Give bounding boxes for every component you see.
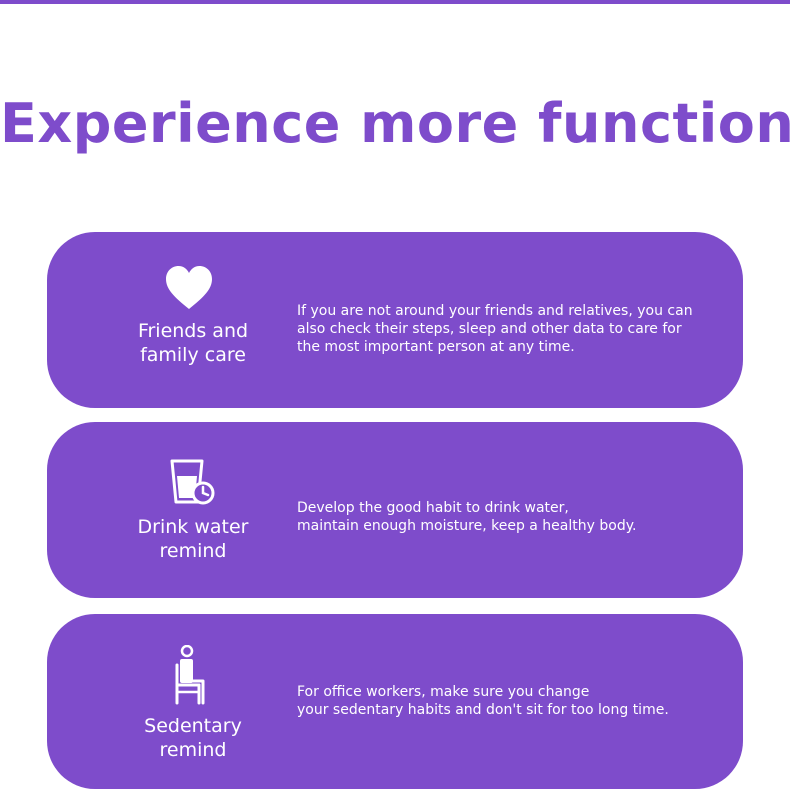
feature-description-line: maintain enough moisture, keep a healthy… [297,518,637,534]
feature-description: For office workers, make sure you change… [297,683,727,719]
feature-description-line: If you are not around your friends and r… [297,303,693,319]
feature-label-line: remind [159,540,227,562]
feature-label: Drink water remind [117,515,269,563]
feature-label-line: Drink water [137,516,249,538]
feature-description-line: also check their steps, sleep and other … [297,321,682,337]
feature-description: If you are not around your friends and r… [297,302,727,356]
feature-label: Sedentary remind [117,714,269,762]
feature-card-sedentary-remind: Sedentary remind For office workers, mak… [47,614,743,789]
feature-description-line: For office workers, make sure you change [297,684,590,700]
top-accent-bar [0,0,790,4]
feature-description-line: the most important person at any time. [297,339,575,355]
feature-description-line: your sedentary habits and don't sit for … [297,702,669,718]
feature-card-friends-family-care: Friends and family care If you are not a… [47,232,743,408]
heart-icon [166,266,212,309]
feature-card-drink-water-remind: Drink water remind Develop the good habi… [47,422,743,598]
feature-label-line: family care [140,344,246,366]
feature-label-line: remind [159,739,227,761]
feature-description-line: Develop the good habit to drink water, [297,500,569,516]
feature-description: Develop the good habit to drink water, m… [297,499,727,535]
feature-label-line: Friends and [137,320,249,342]
page-title: Experience more functions [0,92,790,155]
sitting-person-icon [175,645,205,705]
feature-label: Friends and family care [117,319,269,367]
feature-label-line: Sedentary [144,715,242,737]
water-glass-clock-icon [170,459,215,505]
